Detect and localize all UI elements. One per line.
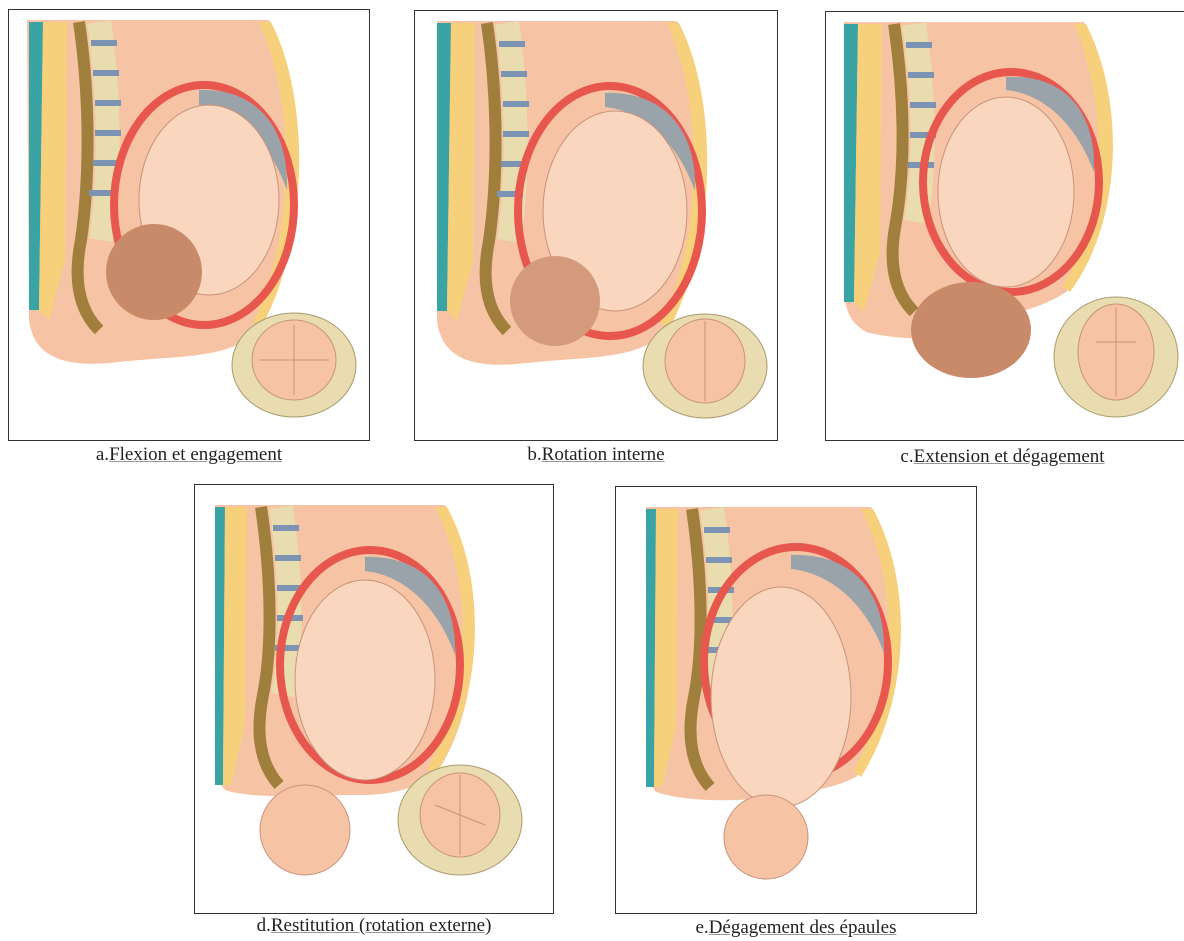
illustration-degagement-epaules <box>616 487 977 914</box>
pelvis-view <box>643 314 767 418</box>
illustration-extension-degagement <box>826 12 1184 441</box>
pelvis-view <box>398 765 522 875</box>
caption-b: b.Rotation interne <box>414 444 778 466</box>
illustration-rotation-interne <box>415 11 778 441</box>
caption-d: d.Restitution (rotation externe) <box>194 915 554 937</box>
panel-c <box>825 11 1184 441</box>
caption-c: c.Extension et dégagement <box>825 446 1180 468</box>
panel-e <box>615 486 977 914</box>
panel-d <box>194 484 554 914</box>
caption-a: a.Flexion et engagement <box>8 444 370 466</box>
caption-e: e.Dégagement des épaules <box>615 917 977 939</box>
panel-a <box>8 9 370 441</box>
panel-b <box>414 10 778 441</box>
pelvis-view <box>232 313 356 417</box>
fetus <box>711 587 851 879</box>
illustration-flexion-engagement <box>9 10 370 441</box>
pelvis-view <box>1054 297 1178 417</box>
illustration-restitution <box>195 485 554 914</box>
